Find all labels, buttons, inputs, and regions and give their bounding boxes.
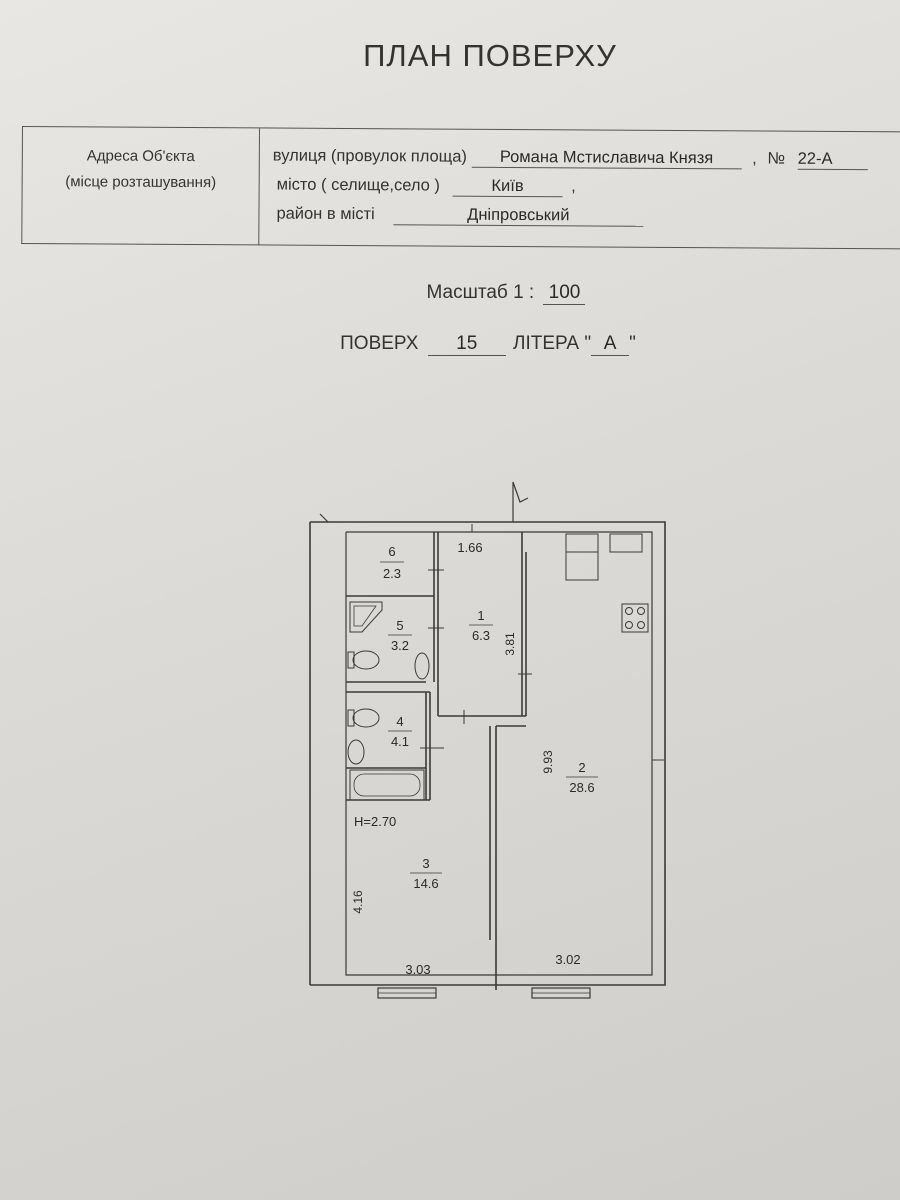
floor-label: ПОВЕРХ xyxy=(340,333,419,354)
room-5-number: 5 xyxy=(396,618,403,633)
dim-living-side: 9.93 xyxy=(541,750,555,774)
litera-value: А xyxy=(591,333,630,356)
room-6-number: 6 xyxy=(388,544,395,559)
address-label: Адреса Об'єкта xyxy=(86,147,195,166)
dim-room2-bottom: 3.02 xyxy=(555,952,580,967)
district-row: район в місті Дніпровський xyxy=(276,204,644,227)
scale-label: Масштаб 1 : xyxy=(426,282,535,303)
room-2-number: 2 xyxy=(578,760,585,775)
address-table: Адреса Об'єкта (місце розташування) вули… xyxy=(21,126,900,250)
floor-value: 15 xyxy=(427,333,506,356)
floor-plan: 6 2.3 5 3.2 1 6.3 4 4.1 2 28.6 3 14.6 H=… xyxy=(300,470,700,1030)
address-value-cell: вулиця (провулок площа) Романа Мстислави… xyxy=(272,129,900,249)
room-1-area: 6.3 xyxy=(472,628,490,643)
room-5-area: 3.2 xyxy=(391,638,409,653)
litera-close: " xyxy=(629,333,636,354)
street-value: Романа Мстиславича Князя xyxy=(471,147,742,170)
district-label: район в місті xyxy=(276,204,375,224)
district-value: Дніпровський xyxy=(393,205,644,227)
city-row: місто ( селище,село ) Київ , xyxy=(276,175,576,198)
floor-plan-drawing: 6 2.3 5 3.2 1 6.3 4 4.1 2 28.6 3 14.6 H=… xyxy=(309,481,666,999)
address-label-cell: Адреса Об'єкта (місце розташування) xyxy=(22,127,260,245)
floor-line: ПОВЕРХ 15 ЛІТЕРА "А" xyxy=(0,333,900,356)
street-row: вулиця (провулок площа) Романа Мстислави… xyxy=(273,147,868,171)
room-6-area: 2.3 xyxy=(383,566,401,581)
city-value: Київ xyxy=(452,176,563,198)
ceiling-height: H=2.70 xyxy=(354,814,396,829)
page-title: ПЛАН ПОВЕРХУ xyxy=(363,38,617,73)
outer-wall xyxy=(310,521,666,986)
room-1-number: 1 xyxy=(477,608,484,623)
scale-line: Масштаб 1 : 100 xyxy=(0,282,900,305)
outer-wall-inner xyxy=(345,531,653,976)
dim-corridor-side: 3.81 xyxy=(503,632,517,656)
room-3-number: 3 xyxy=(422,856,429,871)
number-value: 22-А xyxy=(797,149,868,171)
scale-value: 100 xyxy=(543,282,586,305)
dim-room3-side: 4.16 xyxy=(351,890,365,914)
dim-room3-bottom: 3.03 xyxy=(405,962,430,977)
street-label: вулиця (провулок площа) xyxy=(272,146,468,166)
litera-label: ЛІТЕРА " xyxy=(512,333,592,354)
room-3-area: 14.6 xyxy=(413,876,438,891)
room-4-number: 4 xyxy=(396,714,403,729)
room-2-area: 28.6 xyxy=(569,780,594,795)
dim-corridor-top: 1.66 xyxy=(457,540,482,555)
room-4-area: 4.1 xyxy=(391,734,409,749)
address-sublabel: (місце розташування) xyxy=(65,173,217,192)
city-label: місто ( селище,село ) xyxy=(276,175,440,195)
number-label: № xyxy=(767,149,786,168)
